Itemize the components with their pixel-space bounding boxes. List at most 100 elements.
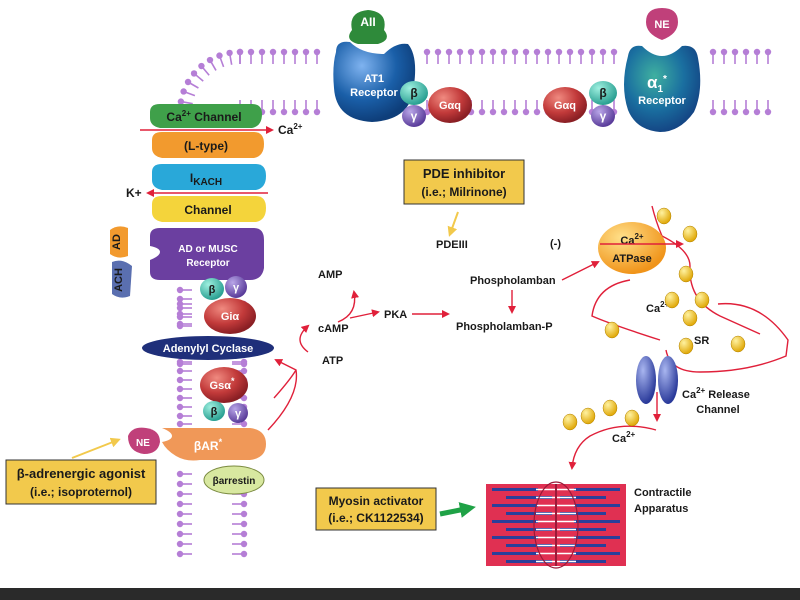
lipid-head — [176, 470, 184, 478]
lipid-head — [236, 48, 244, 56]
lipid-head — [176, 550, 184, 558]
myosin-filament — [506, 560, 552, 563]
beta-agonist-box: β-adrenergic agonist (i.e.; isoproternol… — [5, 459, 157, 505]
lipid-head — [500, 108, 508, 116]
ad-musc-receptor: AD or MUSC Receptor — [150, 228, 264, 280]
myosin-filament — [574, 520, 620, 523]
svg-text:γ: γ — [411, 109, 418, 123]
camp-label: cAMP — [318, 323, 349, 335]
camp-to-amp-arrow — [337, 290, 360, 323]
lipid-head — [177, 98, 185, 105]
sr-membrane-lower — [591, 279, 661, 341]
lipid-head — [206, 56, 214, 64]
lipid-head — [291, 108, 299, 116]
myosin-activator-box: Myosin activator (i.e.; CK1122534) — [315, 487, 437, 531]
lipid-head — [577, 48, 585, 56]
cytosol-ca-label: Ca2+ — [612, 430, 636, 445]
myosin-filament — [560, 512, 606, 515]
svg-text:Receptor: Receptor — [350, 87, 398, 99]
myosin-filament — [506, 496, 552, 499]
lipid-head — [176, 490, 184, 498]
at1-receptor: AT1 Receptor — [333, 41, 416, 122]
lipid-head — [478, 48, 486, 56]
calcium-ion-dot — [694, 291, 710, 309]
lipid-head — [176, 376, 184, 384]
lipid-head — [240, 358, 248, 366]
lipid-head — [176, 385, 184, 393]
svg-text:AD: AD — [111, 234, 123, 250]
svg-text:PDE inhibitor: PDE inhibitor — [423, 166, 505, 181]
atp-to-camp-arrow — [299, 324, 310, 353]
myosin-filament — [560, 528, 606, 531]
lipid-head — [240, 540, 248, 548]
svg-text:Ca2+ Channel: Ca2+ Channel — [166, 109, 241, 124]
ne-ligand-left: NE — [128, 427, 160, 454]
lipid-head — [720, 48, 728, 56]
lipid-head — [742, 48, 750, 56]
lipid-head — [176, 295, 184, 303]
lipid-head — [511, 108, 519, 116]
ca-to-contractile-arrow — [568, 425, 657, 470]
lipid-head — [588, 48, 596, 56]
svg-text:AII: AII — [360, 15, 375, 29]
calcium-ion-dot — [664, 291, 680, 309]
svg-text:γ: γ — [600, 109, 607, 123]
myosin-filament — [492, 504, 538, 507]
lipid-head — [302, 48, 310, 56]
adenylyl-cyclase: Adenylyl Cyclase — [142, 336, 274, 360]
calcium-ions — [562, 207, 746, 431]
svg-text:(i.e.; Milrinone): (i.e.; Milrinone) — [421, 185, 506, 199]
lipid-head — [302, 108, 310, 116]
alpha1-receptor: α1* Receptor — [624, 45, 701, 132]
svg-text:α1*: α1* — [647, 73, 667, 95]
svg-text:Myosin activator: Myosin activator — [329, 494, 424, 508]
pde-label: PDEIII — [436, 239, 468, 251]
myosin-filament — [560, 544, 606, 547]
lipid-head — [258, 48, 266, 56]
ne-ligand-top: NE — [646, 8, 678, 40]
myosin-filament — [506, 544, 552, 547]
lipid-head — [544, 48, 552, 56]
ikach-channel: IKACH — [152, 164, 266, 190]
betaar-to-ac-arrow — [273, 369, 297, 399]
lipid-head — [190, 70, 198, 77]
phospholamban-label: Phospholamban — [470, 275, 556, 287]
sr-ca-label: Ca2+ — [646, 300, 670, 315]
svg-text:β: β — [211, 406, 218, 418]
lipid-head — [467, 48, 475, 56]
svg-text:IKACH: IKACH — [190, 171, 222, 188]
release-channel-label-1: Ca2+ Release — [682, 386, 750, 401]
svg-text:γ: γ — [233, 282, 240, 294]
lipid-head — [313, 48, 321, 56]
lipid-head — [753, 48, 761, 56]
k-ion-label: K+ — [126, 186, 142, 200]
calcium-ion-dot — [580, 407, 596, 425]
release-channel-label-2: Channel — [696, 404, 739, 416]
myosin-filament — [574, 488, 620, 491]
lipid-head — [522, 48, 530, 56]
lipid-head — [720, 108, 728, 116]
sr-label: SR — [694, 335, 709, 347]
lipid-head — [489, 108, 497, 116]
calcium-ion-dot — [682, 225, 698, 243]
lipid-head — [434, 48, 442, 56]
ad-ligand: AD — [110, 226, 128, 258]
lipid-head — [742, 108, 750, 116]
lipid-head — [176, 540, 184, 548]
cell-membrane — [176, 48, 772, 558]
svg-text:Channel: Channel — [184, 203, 231, 217]
lipid-head — [240, 530, 248, 538]
calcium-ion-dot — [602, 399, 618, 417]
ca-atpase-pump: Ca2+ ATPase — [598, 222, 666, 274]
camp-to-pka-arrow — [349, 309, 380, 319]
lipid-head — [216, 52, 223, 59]
lipid-head — [313, 108, 321, 116]
lipid-head — [533, 108, 541, 116]
lipid-head — [555, 48, 563, 56]
l-type-channel: (L-type) — [152, 132, 264, 158]
gs-protein: Gsα* β γ — [200, 367, 248, 423]
svg-text:ACH: ACH — [113, 268, 125, 292]
k-channel: Channel — [152, 196, 266, 222]
lipid-head — [176, 403, 184, 411]
